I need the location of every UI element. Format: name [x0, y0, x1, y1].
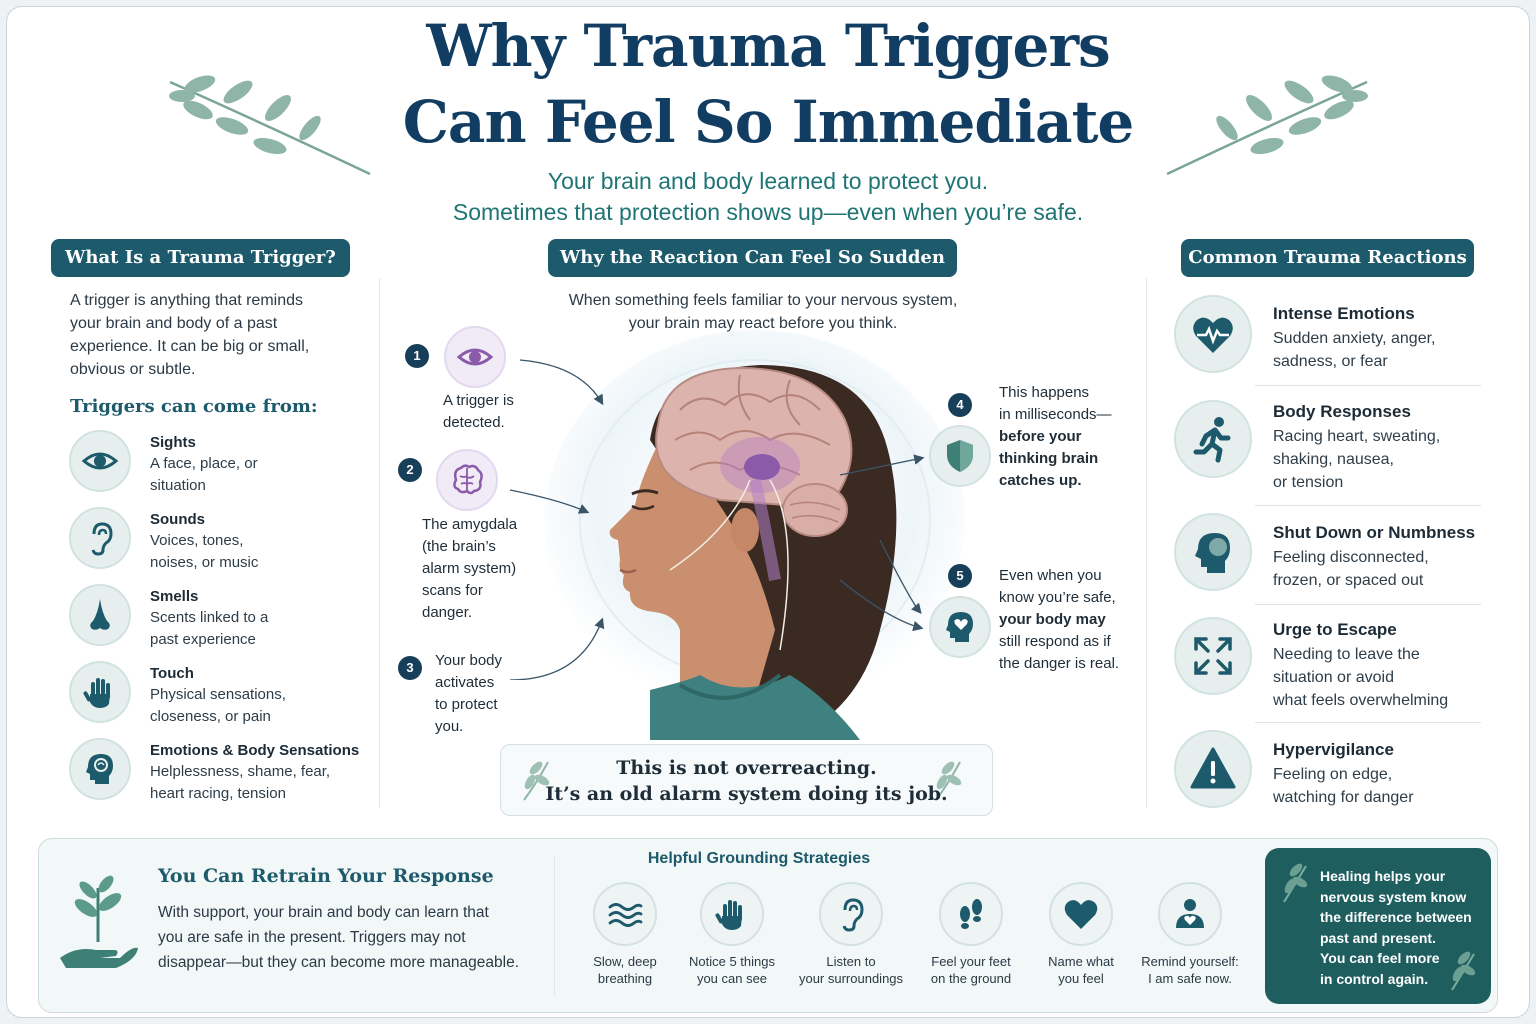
leaf-icon — [1451, 951, 1476, 991]
leaf-icon — [1283, 863, 1308, 903]
subtitle-line-2: Sometimes that protection shows up—even … — [452, 199, 1084, 225]
trigger-title-smells: Smells — [150, 588, 199, 605]
column-divider — [1146, 278, 1147, 808]
arrows-out-icon — [1174, 617, 1252, 695]
leaf-sprig-left-icon — [169, 75, 371, 176]
flow-arrows — [509, 359, 925, 680]
ear-icon — [819, 882, 883, 946]
step-number-1: 1 — [405, 344, 429, 368]
shield-icon — [929, 425, 991, 487]
head-brain-illustration — [545, 330, 965, 740]
quote-text: This is not overreacting. It’s an old al… — [545, 757, 948, 805]
step-number-3: 3 — [398, 656, 422, 680]
leaf-icon — [523, 761, 550, 801]
center-intro: When something feels familiar to your ne… — [568, 292, 958, 332]
divider — [1255, 385, 1481, 386]
trigger-title-sounds: Sounds — [150, 511, 205, 528]
head-brain-icon — [69, 738, 131, 800]
bottom-panel — [38, 838, 1498, 1013]
heart-icon — [1049, 882, 1113, 946]
reaction-title-emotions: Intense Emotions — [1273, 304, 1415, 323]
triggers-subheading: Triggers can come from: — [70, 396, 318, 417]
center-heading: Why the Reaction Can Feel So Sudden — [548, 239, 957, 277]
step-number-2: 2 — [398, 458, 422, 482]
trigger-title-touch: Touch — [150, 665, 194, 682]
reaction-title-escape: Urge to Escape — [1273, 620, 1397, 639]
reaction-desc-hypervigilance: Feeling on edge,watching for danger — [1273, 766, 1414, 806]
divider — [1255, 722, 1481, 723]
head-heart-icon — [929, 596, 991, 658]
trigger-title-sights: Sights — [150, 434, 196, 451]
ear-icon — [69, 507, 131, 569]
right-heading: Common Trauma Reactions — [1181, 239, 1474, 277]
heartbeat-icon — [1174, 295, 1252, 373]
hand-icon — [700, 882, 764, 946]
left-heading: What Is a Trauma Trigger? — [51, 239, 350, 277]
leaf-icon — [935, 761, 962, 801]
trigger-desc-touch: Physical sensations,closeness, or pain — [150, 686, 286, 725]
divider — [1255, 604, 1481, 605]
quote-box — [500, 744, 993, 816]
reaction-desc-emotions: Sudden anxiety, anger,sadness, or fear — [1273, 330, 1436, 370]
nose-icon — [69, 584, 131, 646]
step-number-4: 4 — [948, 393, 972, 417]
strategies-heading: Helpful Grounding Strategies — [647, 850, 871, 867]
brain-icon — [436, 449, 498, 511]
column-divider — [379, 278, 380, 808]
reaction-title-body: Body Responses — [1273, 402, 1411, 421]
retrain-heading: You Can Retrain Your Response — [158, 865, 494, 887]
reaction-desc-body: Racing heart, sweating,shaking, nausea,o… — [1273, 428, 1441, 491]
trigger-desc-emotions: Helplessness, shame, fear,heart racing, … — [150, 763, 331, 802]
person-heart-icon — [1158, 882, 1222, 946]
footprints-icon — [939, 882, 1003, 946]
divider — [1255, 505, 1481, 506]
eye-icon — [444, 326, 506, 388]
waves-icon — [593, 882, 657, 946]
step-number-5: 5 — [948, 564, 972, 588]
retrain-text: With support, your brain and body can le… — [158, 904, 520, 971]
reaction-title-hypervigilance: Hypervigilance — [1273, 740, 1394, 759]
running-person-icon — [1174, 400, 1252, 478]
title-line-2: Can Feel So Immediate — [402, 88, 1135, 156]
title-line-1: Why Trauma Triggers — [426, 12, 1110, 80]
trigger-desc-sounds: Voices, tones,noises, or music — [150, 532, 259, 571]
head-fog-icon — [1174, 513, 1252, 591]
left-intro: A trigger is anything that reminds your … — [70, 292, 310, 378]
trigger-title-emotions: Emotions & Body Sensations — [150, 742, 360, 759]
reaction-title-shutdown: Shut Down or Numbness — [1273, 523, 1476, 542]
panel-divider — [554, 856, 555, 996]
hand-plant-icon — [60, 875, 138, 968]
warning-icon — [1174, 730, 1252, 808]
reaction-desc-shutdown: Feeling disconnected,frozen, or spaced o… — [1273, 549, 1429, 589]
leaf-sprig-right-icon — [1166, 75, 1368, 176]
eye-icon — [69, 430, 131, 492]
hand-icon — [69, 661, 131, 723]
subtitle-line-1: Your brain and body learned to protect y… — [547, 168, 989, 194]
strategy-label-remind: Remind yourself:I am safe now. — [1141, 954, 1239, 986]
